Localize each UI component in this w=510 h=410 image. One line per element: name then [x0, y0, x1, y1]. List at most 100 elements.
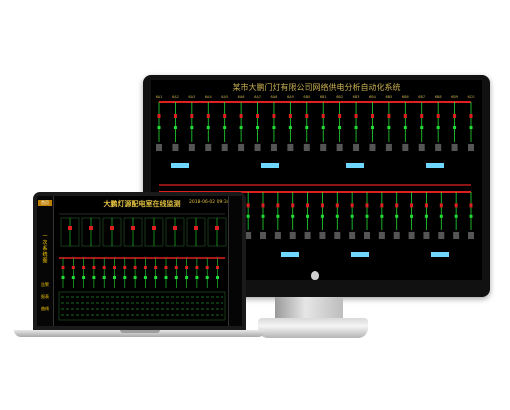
breaker — [206, 114, 210, 118]
laptop-one-line-diagram — [58, 213, 227, 321]
switch — [424, 214, 428, 218]
bus-label: 6B7 — [418, 95, 425, 99]
breaker — [92, 266, 96, 269]
breaker — [321, 114, 325, 118]
sidebar-item-report[interactable]: 报表 — [41, 294, 49, 299]
bus-label: 6A6 — [238, 95, 245, 99]
breaker — [288, 114, 292, 118]
switch — [246, 214, 250, 218]
switch — [305, 126, 309, 129]
switch — [133, 276, 137, 279]
switch — [306, 214, 310, 218]
switch — [143, 276, 147, 279]
breaker — [195, 266, 199, 269]
breaker — [305, 114, 309, 118]
feeder-label-block — [254, 144, 261, 151]
breaker — [469, 114, 473, 118]
breaker — [154, 266, 158, 269]
feeder-label-block — [378, 232, 385, 239]
breaker — [453, 114, 457, 118]
section-tag — [171, 163, 189, 168]
switch — [420, 126, 424, 129]
breaker — [131, 226, 135, 230]
feeder-label-block — [468, 144, 474, 151]
breaker — [61, 266, 65, 269]
feeder-label-block — [402, 144, 409, 151]
switch — [272, 126, 276, 129]
switch — [335, 214, 339, 218]
switch — [395, 214, 399, 218]
breaker — [157, 114, 161, 118]
switch — [403, 126, 407, 129]
switch — [469, 214, 473, 218]
breaker — [239, 114, 243, 118]
feeder-label-block — [364, 232, 370, 239]
breaker — [387, 114, 391, 118]
switch — [453, 126, 457, 129]
section-tag — [261, 163, 279, 168]
feeder-label-block — [453, 232, 460, 239]
bus-label: 6B8 — [435, 95, 442, 99]
switch — [157, 126, 161, 129]
feeder-label-block — [423, 232, 430, 239]
switch — [338, 126, 342, 129]
switch — [102, 276, 106, 279]
feeder-label-block — [303, 144, 310, 151]
breaker — [123, 266, 127, 269]
feeder-label-block — [304, 232, 311, 239]
breaker — [370, 114, 374, 118]
breaker — [102, 266, 106, 269]
switch — [350, 214, 354, 218]
breaker — [152, 226, 156, 230]
feeder-label-block — [274, 232, 281, 239]
sidebar-item-curve[interactable]: 曲线 — [41, 306, 49, 311]
breaker — [174, 266, 178, 269]
laptop-screen: 首页 一次系统图 告警 报表 曲线 大鹏灯源配电室在线监测 2018-06-02… — [37, 196, 242, 326]
breaker — [68, 226, 72, 230]
feeder-label-block — [418, 144, 425, 151]
switch — [216, 276, 219, 279]
laptop-title: 大鹏灯源配电室在线监测 — [103, 200, 181, 208]
switch — [185, 276, 189, 279]
breaker — [89, 226, 93, 230]
breaker — [113, 266, 116, 269]
breaker — [223, 114, 227, 118]
laptop-datetime: 2018-06-02 09:34:27 — [189, 200, 237, 205]
breaker — [424, 203, 428, 208]
switch — [291, 214, 295, 218]
switch — [61, 276, 65, 279]
feeder-label-block — [369, 144, 376, 151]
switch — [365, 214, 369, 218]
switch — [288, 126, 292, 129]
section-tag — [346, 163, 364, 168]
sidebar-vertical-title[interactable]: 一次系统图 — [42, 234, 48, 264]
bus-label: 6A8 — [271, 95, 278, 99]
breaker — [338, 114, 342, 118]
section-tag — [431, 252, 449, 257]
breaker — [194, 226, 198, 230]
switch — [173, 126, 177, 129]
feeder-label-block — [238, 144, 245, 151]
breaker — [190, 114, 194, 118]
laptop-base — [14, 330, 265, 337]
feeder-label-block — [270, 144, 277, 151]
bus-label: 6B5 — [385, 95, 392, 99]
switch — [320, 214, 324, 218]
data-panel — [58, 291, 226, 321]
breaker — [306, 203, 310, 208]
bus-label: 6B4 — [369, 95, 377, 99]
sidebar-home-button[interactable]: 首页 — [38, 200, 52, 206]
feeder-label-block — [319, 232, 326, 239]
switch — [205, 276, 209, 279]
switch — [380, 214, 384, 218]
breaker — [354, 114, 358, 118]
bus-label: 6A9 — [287, 95, 294, 99]
breaker — [320, 203, 324, 208]
breaker — [173, 226, 177, 230]
breaker — [173, 114, 177, 118]
feeder-label-block — [334, 232, 341, 239]
sidebar-item-alarm[interactable]: 告警 — [41, 282, 49, 287]
feeder-label-block — [289, 232, 296, 239]
breaker — [335, 203, 339, 208]
breaker — [395, 203, 399, 208]
